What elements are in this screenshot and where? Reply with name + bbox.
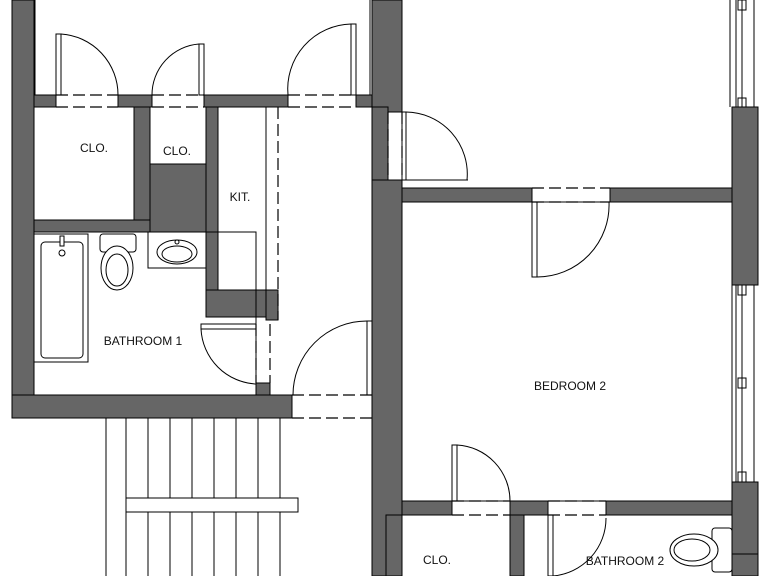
wall-right-pier-1 xyxy=(731,106,759,286)
door-bedroom-2 xyxy=(531,201,610,278)
wall-kitchen-counter xyxy=(265,289,279,321)
wall-bath1-right-low xyxy=(255,382,271,396)
label-bathroom-2: BATHROOM 2 xyxy=(586,554,665,568)
wall-clo3-right xyxy=(509,514,525,576)
wall-central xyxy=(371,179,403,576)
label-bathroom-1: BATHROOM 1 xyxy=(104,334,183,348)
wall-header-a xyxy=(33,94,57,108)
wall-bedroom-top-b xyxy=(609,187,737,203)
toilet-1 xyxy=(99,233,137,291)
wall-right-pier-2 xyxy=(731,481,759,555)
wall-bath2-right xyxy=(731,553,759,576)
windows xyxy=(735,0,755,483)
wall-kitchen-bottom xyxy=(205,289,275,318)
kitchen-counter xyxy=(217,106,267,291)
wall-header-d xyxy=(355,94,373,108)
wall-central-upper xyxy=(371,106,389,181)
label-bedroom-2: BEDROOM 2 xyxy=(534,379,606,393)
wall-bedroom-bottom-c xyxy=(605,500,733,516)
wall-closet-right xyxy=(149,163,207,233)
wall-clo3-left xyxy=(385,514,403,576)
stair-landing-rail xyxy=(125,497,299,513)
wall-bedroom-bottom-b xyxy=(509,500,549,516)
wall-bedroom-top-a xyxy=(401,187,533,203)
wall-clo2-right xyxy=(205,106,219,318)
label-closet-1: CLO. xyxy=(80,141,108,155)
walls xyxy=(11,0,759,576)
wall-header-c xyxy=(203,94,289,108)
sink-counter xyxy=(147,231,207,269)
dashed-openings xyxy=(56,94,610,516)
label-closet-3: CLO. xyxy=(423,553,451,567)
room-labels: CLO. CLO. KIT. BATHROOM 1 BEDROOM 2 CLO.… xyxy=(80,141,665,568)
fixtures xyxy=(58,233,733,573)
label-kitchen: KIT. xyxy=(230,190,251,204)
toilet-2 xyxy=(669,527,733,573)
wall-bottom-left xyxy=(11,394,293,419)
door-corridor-top xyxy=(401,111,468,181)
door-corridor-bottom xyxy=(292,320,373,396)
tub-drain xyxy=(58,249,66,257)
wall-top-vertical xyxy=(371,0,403,113)
door-bathroom-1 xyxy=(200,323,257,385)
wall-bedroom-bottom-a xyxy=(401,500,453,516)
wall-left xyxy=(11,0,35,419)
stairs xyxy=(105,418,299,576)
door-closet-3 xyxy=(451,444,511,502)
door-top-2 xyxy=(151,43,205,96)
bathtub-inner xyxy=(40,241,84,359)
wall-header-b xyxy=(117,94,153,108)
sink-1 xyxy=(156,239,198,265)
wall-closet-split xyxy=(133,106,151,221)
door-top-1 xyxy=(55,33,119,96)
door-top-3 xyxy=(287,23,357,96)
label-closet-2: CLO. xyxy=(163,144,191,158)
